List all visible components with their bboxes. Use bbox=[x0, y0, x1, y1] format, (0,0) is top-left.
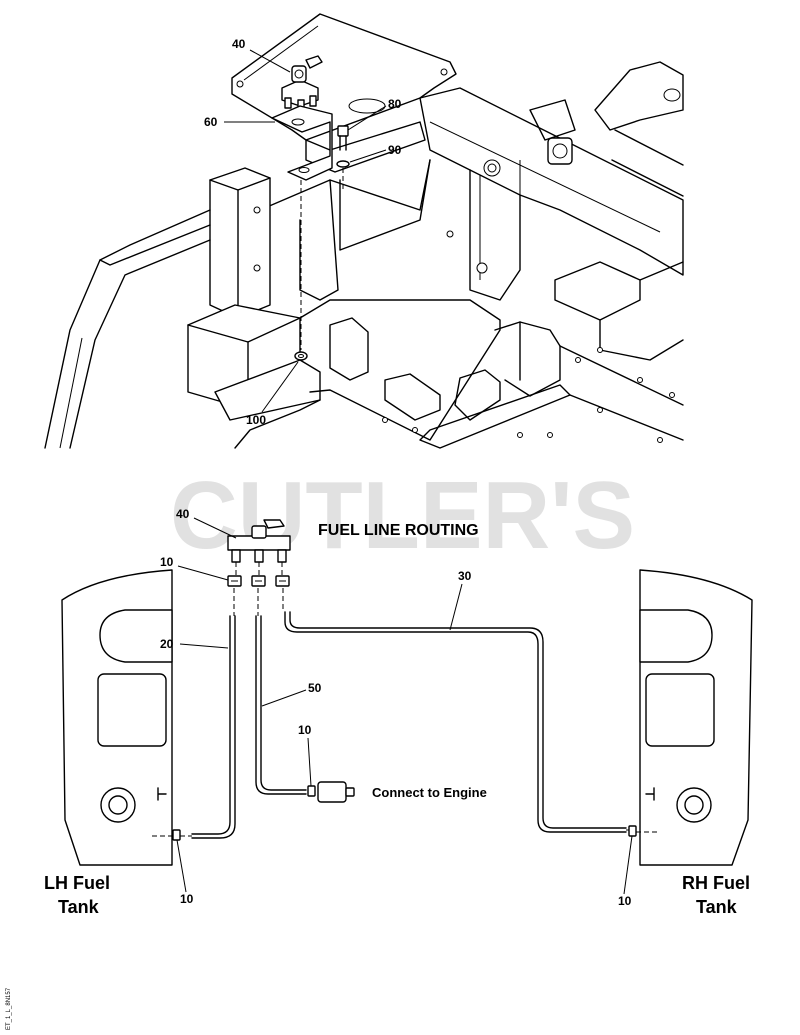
fuel-valve bbox=[227, 519, 291, 563]
callout-90: 90 bbox=[388, 143, 402, 157]
callout-80: 80 bbox=[388, 97, 402, 111]
callout-20: 20 bbox=[160, 637, 174, 651]
top-callouts: 40 60 80 90 100 bbox=[204, 37, 402, 427]
callout-10-lh: 10 bbox=[180, 892, 194, 906]
hose-clamps-tanks bbox=[152, 825, 658, 841]
callout-40-top: 40 bbox=[232, 37, 246, 51]
lh-tank-label-line1: LH Fuel bbox=[44, 873, 110, 893]
callout-100: 100 bbox=[246, 413, 266, 427]
frame-assembly-drawing bbox=[44, 13, 684, 449]
callout-40-bottom: 40 bbox=[176, 507, 190, 521]
callout-50: 50 bbox=[308, 681, 322, 695]
callout-30: 30 bbox=[458, 569, 472, 583]
rh-fuel-tank bbox=[639, 569, 753, 866]
bottom-callouts: 40 10 30 20 50 10 10 10 bbox=[160, 507, 633, 908]
diagram-title: FUEL LINE ROUTING bbox=[318, 522, 479, 539]
callout-10-engine: 10 bbox=[298, 723, 312, 737]
lh-fuel-tank bbox=[61, 569, 173, 866]
figure-code: ET_1_L_8N157 bbox=[6, 987, 12, 1030]
engine-fitting bbox=[307, 781, 355, 803]
rh-tank-label-line1: RH Fuel bbox=[682, 873, 750, 893]
engine-label: Connect to Engine bbox=[372, 785, 487, 800]
rh-tank-label-line2: Tank bbox=[696, 897, 738, 917]
fuel-lines bbox=[191, 611, 627, 839]
callout-10-rh: 10 bbox=[618, 894, 632, 908]
hose-clamps-top bbox=[227, 562, 290, 616]
watermark: CUTLER'S bbox=[170, 462, 635, 569]
callout-10-top: 10 bbox=[160, 555, 174, 569]
lh-tank-label-line2: Tank bbox=[58, 897, 100, 917]
callout-60: 60 bbox=[204, 115, 218, 129]
